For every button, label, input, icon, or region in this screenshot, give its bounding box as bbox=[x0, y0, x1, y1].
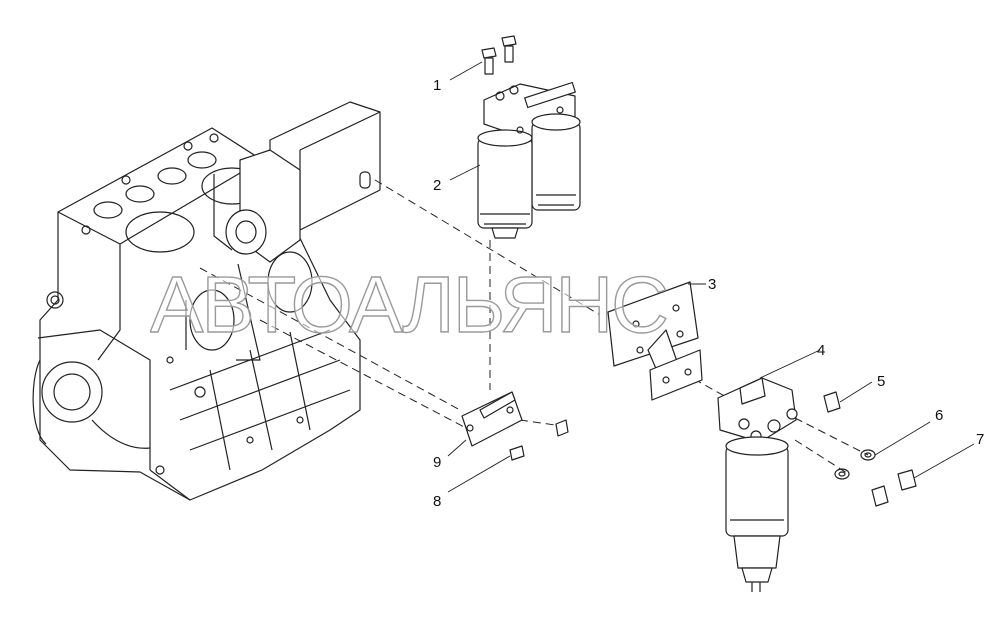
item-4-fuel-filter bbox=[717, 377, 798, 592]
item-8-bolts bbox=[509, 419, 569, 461]
item-1-bolts bbox=[481, 35, 517, 75]
callout-8: 8 bbox=[433, 493, 442, 510]
assembly-lines bbox=[199, 179, 869, 476]
item-9-small-bracket bbox=[461, 391, 523, 447]
callout-9: 9 bbox=[433, 454, 442, 471]
item-3-bracket bbox=[607, 281, 703, 401]
items-5-6-7-fittings bbox=[823, 391, 917, 507]
callout-3: 3 bbox=[708, 276, 717, 293]
callout-7: 7 bbox=[976, 431, 985, 448]
leader-lines bbox=[447, 61, 975, 493]
engine-block bbox=[32, 127, 361, 501]
engine-front-housing bbox=[213, 101, 381, 263]
item-2-double-filter bbox=[477, 81, 581, 239]
callout-1: 1 bbox=[433, 77, 442, 94]
callout-5: 5 bbox=[877, 373, 886, 390]
callout-6: 6 bbox=[935, 407, 944, 424]
callout-4: 4 bbox=[817, 342, 826, 359]
callout-2: 2 bbox=[433, 177, 442, 194]
